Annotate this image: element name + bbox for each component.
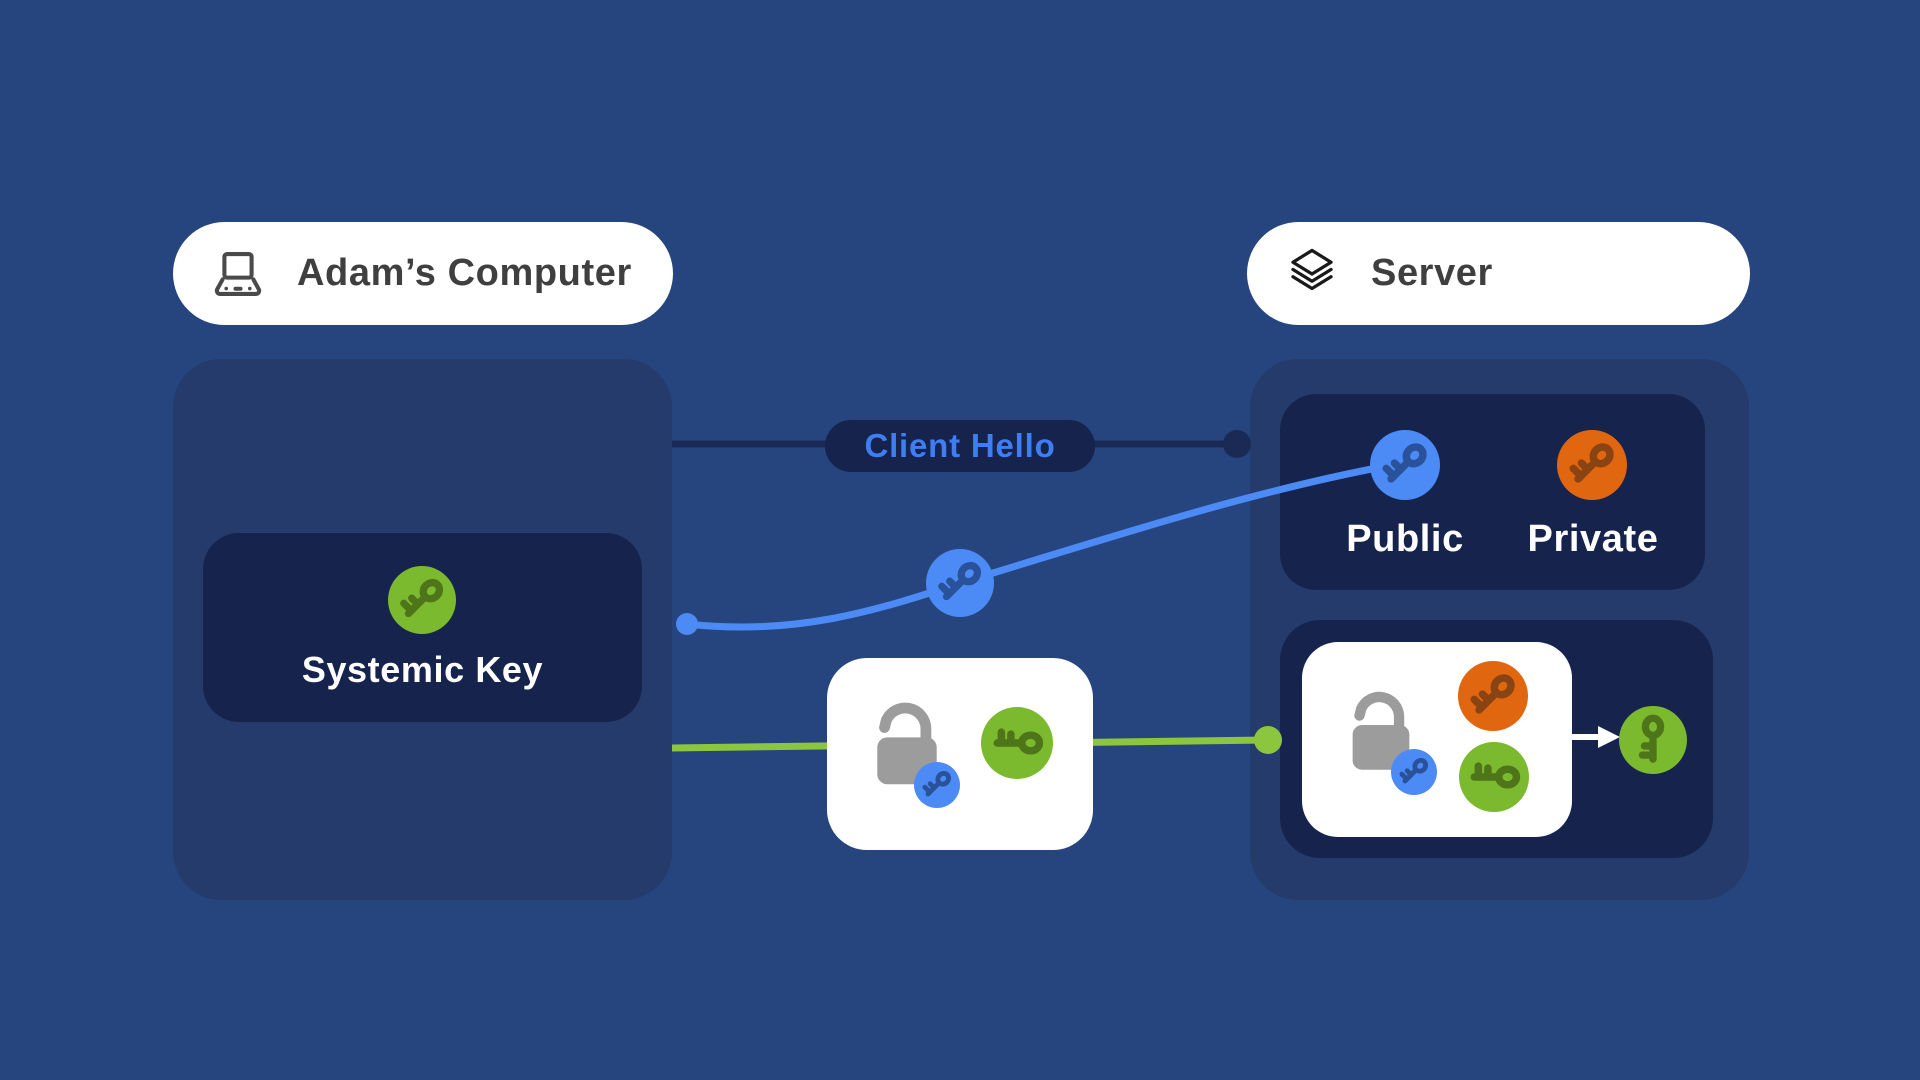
client-hello-endpoint-dot xyxy=(1223,430,1251,458)
laptop-icon xyxy=(214,251,262,296)
server-decryption-box xyxy=(1302,642,1572,837)
server-pill: Server xyxy=(1247,222,1750,325)
client-pill-label: Adam’s Computer xyxy=(297,252,632,294)
systemic-key-label: Systemic Key xyxy=(301,649,544,690)
systemic-key-connector-endpoint-dot xyxy=(1254,726,1282,754)
arrow-right-head-icon xyxy=(1598,726,1620,748)
client-hello-badge: Client Hello xyxy=(825,420,1095,472)
public-key-connector-start-dot xyxy=(676,613,698,635)
server-keypair-panel xyxy=(1280,394,1705,590)
public-key-label: Public xyxy=(1346,518,1464,560)
client-hello-label: Client Hello xyxy=(864,427,1056,464)
server-pill-label: Server xyxy=(1371,252,1493,294)
private-key-label: Private xyxy=(1527,518,1659,560)
layers-icon xyxy=(1291,248,1333,290)
client-pill: Adam’s Computer xyxy=(173,222,673,325)
